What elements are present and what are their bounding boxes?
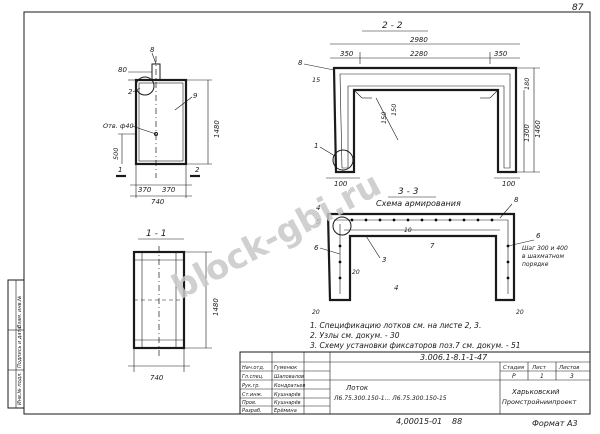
col-sheets: Листов — [558, 365, 580, 371]
format-label: Формат А3 — [532, 419, 578, 428]
doc-code-bottom: 4,00015-01 — [396, 417, 442, 426]
product-name: Лоток — [345, 384, 369, 392]
dim-350b: 350 — [494, 50, 508, 58]
section-2-2: 2 - 2 2980 350 2280 350 8 15 150 150 130… — [298, 21, 542, 188]
s22-pos-1: 1 — [314, 142, 318, 150]
section-1-1: 1 - 1 1480 740 — [128, 229, 220, 382]
rebar-points — [338, 218, 510, 280]
s33-note-line-1: Шаг 300 и 400 — [522, 245, 568, 252]
section-1-1-title: 1 - 1 — [146, 229, 166, 239]
left-dim-80: 80 — [118, 66, 127, 74]
name-0: Гуменюк — [274, 365, 297, 371]
sheets-value: 3 — [570, 373, 574, 380]
bottom-number: 88 — [452, 417, 462, 426]
dim-100b: 100 — [502, 180, 516, 188]
dim-2980: 2980 — [410, 36, 428, 44]
stage-value: Р — [512, 373, 516, 380]
dim-180: 180 — [523, 78, 531, 90]
dim-15: 15 — [312, 76, 320, 84]
s33-note-line-2: в шахматном — [522, 253, 564, 260]
col-sheet: Лист — [531, 365, 547, 371]
role-4: Пров. — [242, 400, 257, 406]
side-stamp: Инв.№ подл. Подпись и дата Взам. инв.№ — [7, 279, 25, 409]
dim-1300: 1300 — [523, 124, 531, 142]
detail-callout-3-3 — [332, 216, 352, 236]
left-dim-370b: 370 — [162, 186, 176, 194]
section-3-3: 3 - 3 Схема армирования 4 5 6 3 7 10 4 8… — [312, 187, 568, 316]
role-3: Ст.инж. — [242, 392, 263, 398]
dim-100a: 100 — [334, 180, 348, 188]
s33-pos-3: 3 — [382, 256, 386, 264]
section-3-3-title: 3 - 3 — [398, 187, 419, 197]
left-pos-2: 2 — [128, 88, 133, 96]
s11-dim-1480: 1480 — [212, 298, 220, 316]
org-line-2: Промстройниипроект — [502, 398, 577, 406]
s33-pos-8: 8 — [514, 196, 519, 204]
left-dim-1480: 1480 — [213, 120, 221, 138]
name-5: Ерёмина — [274, 408, 297, 414]
left-dim-370a: 370 — [138, 186, 152, 194]
product-marks: Л6.75.300.150-1... Л6.75.300.150-15 — [333, 395, 447, 402]
title-block: 3.006.1-8.1-1-47 Нач.отд. Гл.спец. Рук.г… — [239, 351, 591, 415]
left-section-mark-1a: 1 — [118, 166, 122, 174]
side-stamp-inv: Инв.№ подл. — [17, 372, 23, 405]
left-pos-8: 8 — [150, 46, 155, 54]
s33-pos-4: 4 — [316, 204, 320, 212]
s33-pos-10: 10 — [404, 227, 412, 234]
name-3: Кушнарёв — [274, 392, 301, 398]
note-1: 1. Спецификацию лотков см. на листе 2, 3… — [310, 321, 481, 330]
left-dim-740: 740 — [151, 198, 165, 206]
left-dim-500: 500 — [112, 148, 120, 160]
s33-note-line-3: порядке — [522, 261, 549, 268]
name-4: Кушнарёв — [274, 400, 301, 406]
dim-350a: 350 — [340, 50, 354, 58]
section-3-3-subtitle: Схема армирования — [376, 199, 461, 208]
left-hole-label: Отв. ф40 — [103, 122, 134, 130]
col-stage: Стадия — [503, 365, 525, 371]
s33-pos-6: 6 — [314, 244, 319, 252]
role-2: Рук.гр. — [242, 383, 260, 389]
note-3: 3. Схему установки фиксаторов поз.7 см. … — [310, 341, 521, 350]
s33-dim-20b: 20 — [312, 309, 320, 316]
side-stamp-sign: Подпись и дата — [17, 327, 23, 368]
doc-number: 3.006.1-8.1-1-47 — [420, 353, 488, 362]
name-2: Кондратьев — [274, 383, 306, 389]
dim-1460: 1460 — [534, 120, 542, 138]
role-1: Гл.спец. — [242, 374, 264, 380]
s11-dim-740: 740 — [150, 374, 164, 382]
dim-2280: 2280 — [410, 50, 428, 58]
dim-150b: 150 — [390, 104, 398, 116]
notes: 1. Спецификацию лотков см. на листе 2, 3… — [310, 321, 521, 350]
s33-pos-6b: 6 — [536, 232, 541, 240]
left-view: 8 80 2 9 Отв. ф40 1480 500 1 2 370 370 7… — [103, 46, 221, 206]
s33-pos-4b: 4 — [394, 284, 398, 292]
role-5: Разраб. — [242, 408, 262, 414]
page-number: 87 — [572, 3, 584, 13]
s33-dim-20a: 20 — [352, 269, 360, 276]
note-2: 2. Узлы см. докум. - 30 — [310, 331, 400, 340]
detail-callout-1 — [332, 149, 354, 171]
name-1: Шаповалов — [274, 374, 304, 380]
side-stamp-replace: Взам. инв.№ — [17, 296, 23, 328]
left-section-mark-1b: 2 — [195, 166, 200, 174]
org-line-1: Харьковский — [511, 388, 560, 396]
s22-pos-8: 8 — [298, 59, 303, 67]
left-pos-9: 9 — [193, 92, 198, 100]
sheet-value: 1 — [540, 373, 544, 380]
s33-pos-7: 7 — [430, 242, 435, 250]
role-0: Нач.отд. — [242, 365, 264, 371]
s33-dim-20c: 20 — [516, 309, 524, 316]
s33-pos-5: 5 — [316, 218, 321, 226]
section-2-2-title: 2 - 2 — [382, 21, 403, 31]
dim-150a: 150 — [380, 112, 388, 124]
